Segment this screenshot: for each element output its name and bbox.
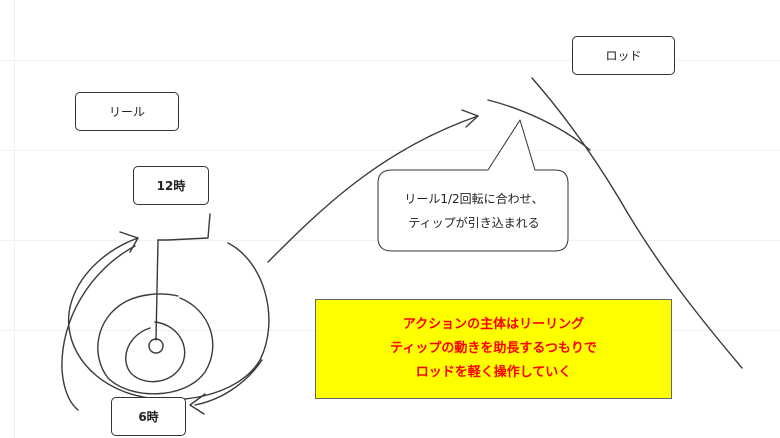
six-oclock-label: 6時: [111, 397, 186, 436]
callout-text: リール1/2回転に合わせ、 ティップが引き込まれる: [380, 174, 568, 248]
outer-sweep: [61, 245, 136, 411]
arrowhead-6: [189, 393, 206, 415]
reel-label-text: リール: [108, 105, 145, 119]
six-oclock-text: 6時: [138, 410, 159, 424]
paper-margin-line: [14, 0, 15, 438]
twelve-oclock-label: 12時: [133, 166, 209, 205]
six-oclock-sweep: [194, 359, 263, 406]
rod-label: ロッド: [572, 36, 675, 75]
note-line-2: ティップの動きを助長するつもりで: [390, 341, 597, 356]
rod-label-text: ロッド: [605, 49, 642, 63]
reel-label: リール: [75, 92, 179, 131]
highlight-note: アクションの主体はリーリング ティップの動きを助長するつもりで ロッドを軽く操作…: [315, 299, 672, 399]
callout-line-2: ティップが引き込まれる: [408, 216, 540, 230]
arrowhead-rod: [461, 109, 479, 128]
callout-line-1: リール1/2回転に合わせ、: [404, 192, 544, 206]
reel-outer-loop: [67, 237, 270, 401]
note-line-1: アクションの主体はリーリング: [402, 317, 585, 332]
reel-axis: [155, 239, 159, 341]
rod-line: [531, 77, 743, 369]
reel-middle-loop: [97, 293, 214, 395]
note-line-3: ロッドを軽く操作していく: [415, 365, 572, 380]
line-to-rod: [267, 115, 479, 263]
paper-rule: [0, 60, 780, 61]
twelve-oclock-marker: [157, 213, 211, 241]
paper-rule: [0, 150, 780, 151]
reel-hub: [148, 338, 164, 354]
rod-line-tip: [487, 99, 591, 151]
twelve-oclock-text: 12時: [156, 179, 186, 193]
callout-bubble: [377, 119, 569, 252]
reel-inner-loop: [125, 321, 186, 383]
